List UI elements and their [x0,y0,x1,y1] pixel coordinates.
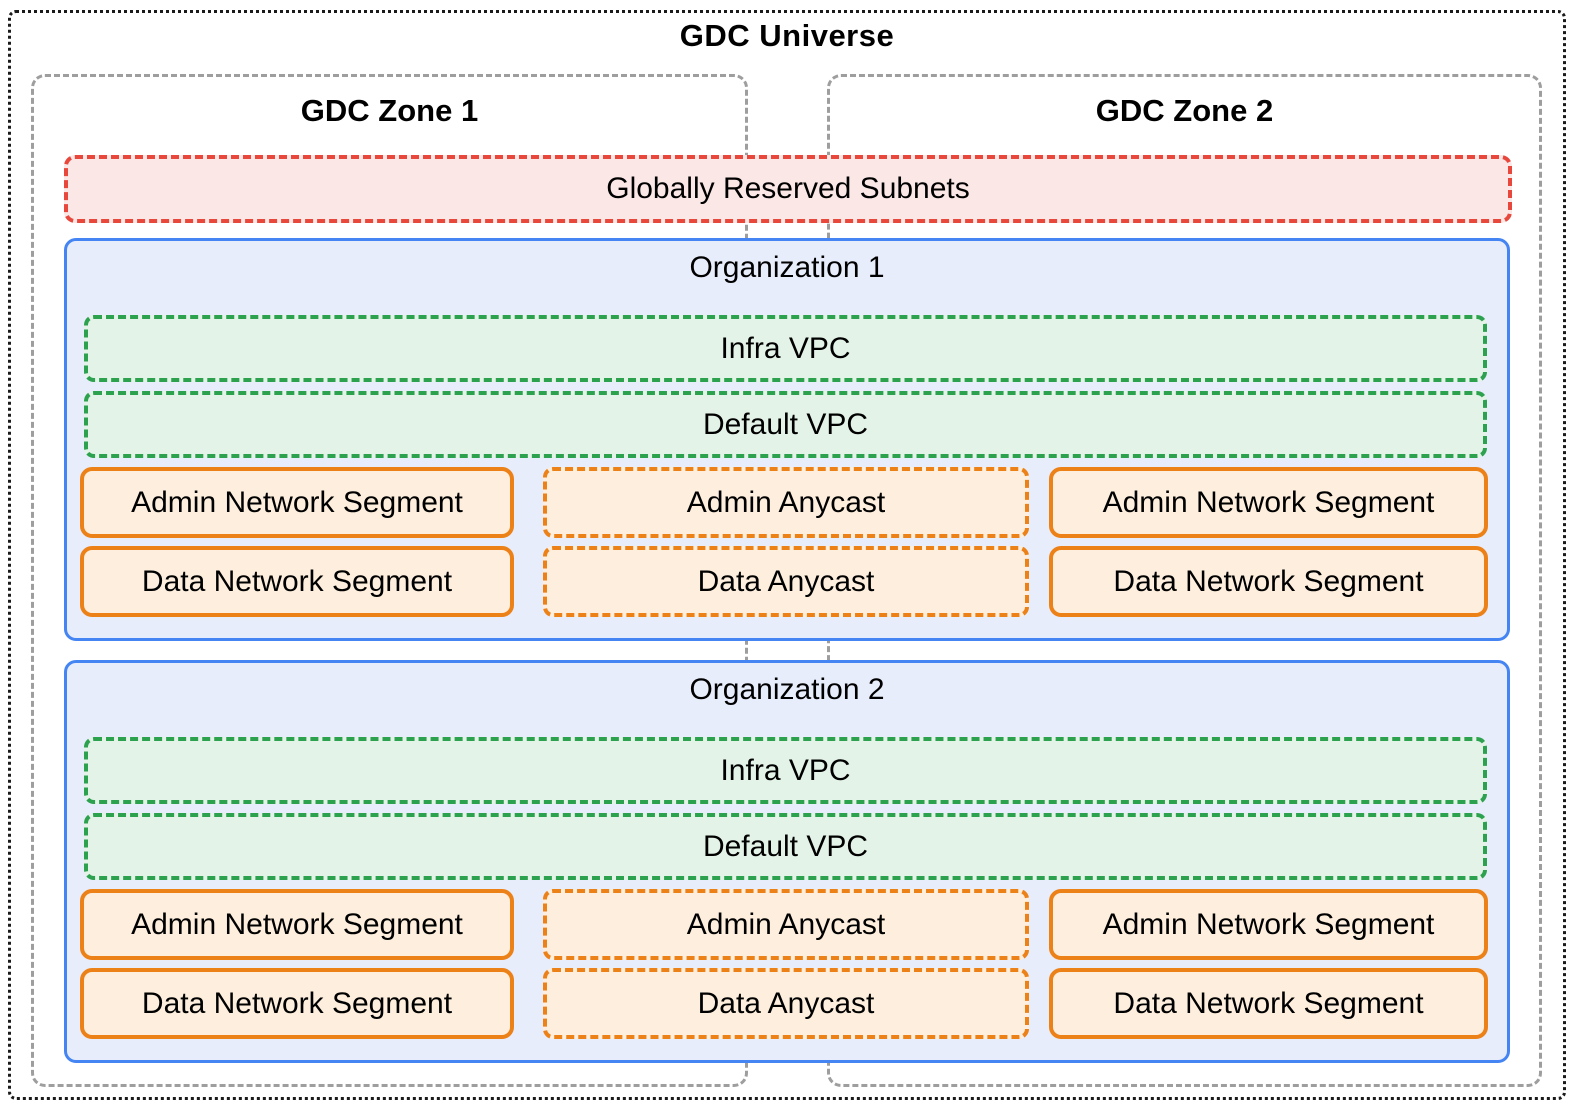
org2-admin-network-segment-zone1-label: Admin Network Segment [131,907,463,941]
org1-admin-anycast-box: Admin Anycast [543,467,1029,538]
organization-1-box: Organization 1 Infra VPC Default VPC Adm… [64,238,1510,641]
globally-reserved-subnets-box: Globally Reserved Subnets [64,155,1512,223]
zone-2-label: GDC Zone 2 [1095,93,1274,128]
org2-data-anycast-box: Data Anycast [543,968,1029,1039]
org2-admin-anycast-label: Admin Anycast [686,907,886,941]
org1-infra-vpc-box: Infra VPC [84,315,1487,382]
org2-data-network-segment-zone1: Data Network Segment [80,968,514,1039]
diagram-title: GDC Universe [679,18,895,53]
organization-2-box: Organization 2 Infra VPC Default VPC Adm… [64,660,1510,1063]
org2-admin-network-segment-zone2-label: Admin Network Segment [1102,907,1435,941]
org1-admin-network-segment-zone2: Admin Network Segment [1049,467,1488,538]
org1-data-anycast-box: Data Anycast [543,546,1029,617]
org2-default-vpc-label: Default VPC [702,829,869,863]
org2-data-network-segment-zone1-label: Data Network Segment [141,986,453,1020]
org2-admin-network-segment-zone1: Admin Network Segment [80,889,514,960]
org2-data-network-segment-zone2-label: Data Network Segment [1113,986,1424,1020]
org1-default-vpc-box: Default VPC [84,391,1487,458]
globally-reserved-subnets-label: Globally Reserved Subnets [606,172,970,205]
org1-data-network-segment-zone2: Data Network Segment [1049,546,1488,617]
org2-admin-network-segment-zone2: Admin Network Segment [1049,889,1488,960]
org1-data-network-segment-zone2-label: Data Network Segment [1113,564,1424,598]
universe-dotted-border [8,10,1566,1100]
org1-data-network-segment-zone1: Data Network Segment [80,546,514,617]
org1-data-anycast-label: Data Anycast [697,564,875,598]
org2-data-anycast-label: Data Anycast [697,986,875,1020]
org2-infra-vpc-label: Infra VPC [720,753,851,787]
org1-data-network-segment-zone1-label: Data Network Segment [141,564,453,598]
org2-infra-vpc-box: Infra VPC [84,737,1487,804]
organization-2-title: Organization 2 [689,673,885,706]
organization-1-title: Organization 1 [689,251,885,284]
org1-default-vpc-label: Default VPC [702,407,869,441]
org1-admin-anycast-label: Admin Anycast [686,485,886,519]
org1-admin-network-segment-zone1-label: Admin Network Segment [131,485,463,519]
zone-1-label: GDC Zone 1 [300,93,479,128]
org2-data-network-segment-zone2: Data Network Segment [1049,968,1488,1039]
org2-admin-anycast-box: Admin Anycast [543,889,1029,960]
org2-default-vpc-box: Default VPC [84,813,1487,880]
org1-admin-network-segment-zone2-label: Admin Network Segment [1102,485,1435,519]
org1-infra-vpc-label: Infra VPC [720,331,851,365]
org1-admin-network-segment-zone1: Admin Network Segment [80,467,514,538]
